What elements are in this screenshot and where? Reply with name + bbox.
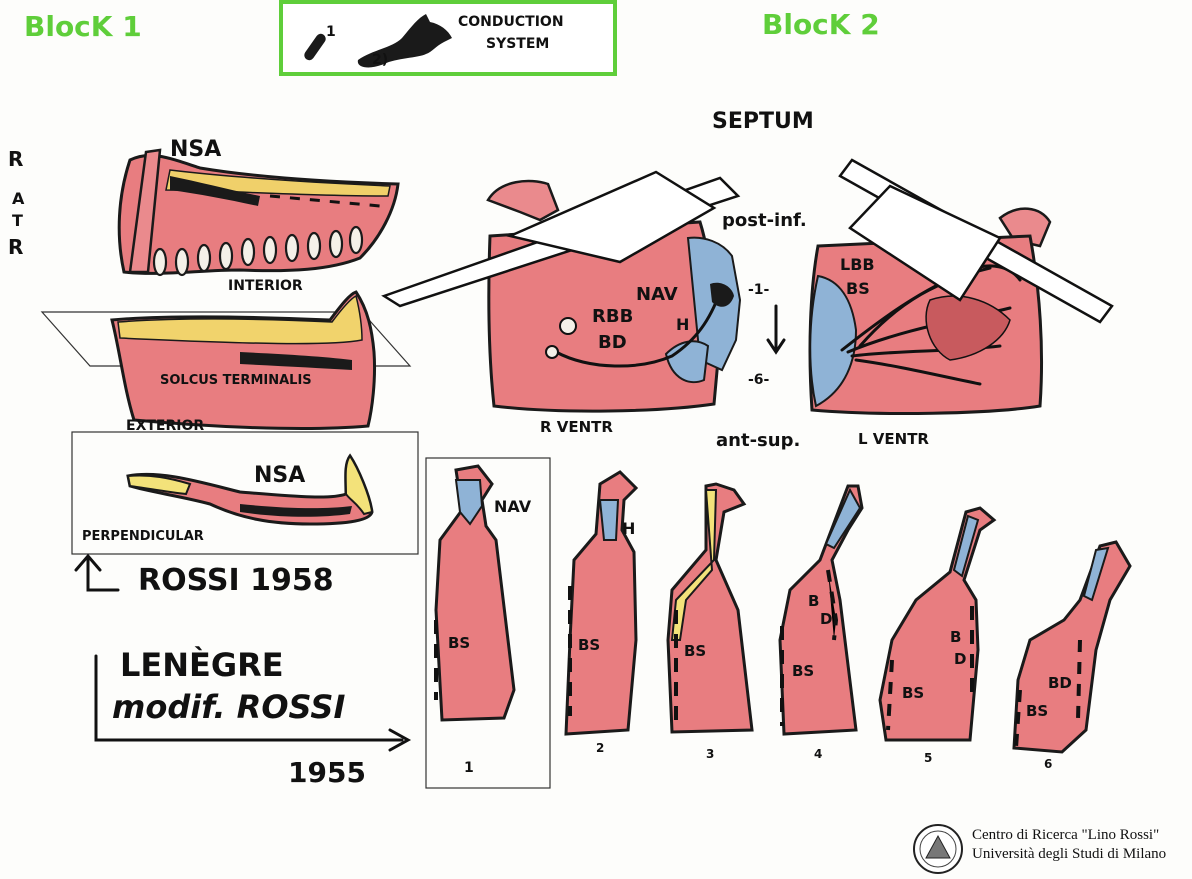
section-3 [666,482,754,734]
legend-num-2: 2) [372,52,388,68]
left-ventricle-view [808,158,1114,415]
sulcus-terminalis-label: SOLCUS TERMINALIS [160,373,312,388]
rossi-1958: ROSSI 1958 [74,553,334,598]
post-inf-label: post-inf. [722,210,807,231]
section-3-num: 3 [706,747,714,761]
section-2-bs: BS [578,636,600,654]
bd-label: BD [598,332,627,353]
credit-block: Centro di Ricerca "Lino Rossi" Universit… [972,826,1166,864]
svg-text:T: T [12,211,23,230]
atrium-interior [117,148,400,277]
credit-line-2: Università degli Studi di Milano [972,846,1167,862]
exterior-label: EXTERIOR [126,418,204,434]
block1-side-label: R A T R [8,147,25,259]
svg-text:R: R [8,147,23,171]
marker-6: -6- [748,372,770,388]
legend-box: 1 2) CONDUCTION SYSTEM [279,0,617,76]
rossi-1958-label: ROSSI 1958 [138,563,334,598]
section-4-bs: BS [792,662,814,680]
conduction-icon-1 [304,33,326,61]
lenegre-block: LENÈGRE modif. ROSSI 1955 [94,646,412,789]
section-1-frame [425,457,551,789]
university-seal-icon [913,824,963,874]
atrium-exterior [40,290,412,430]
section-4-d: D [820,610,832,628]
section-5 [878,506,997,742]
ant-sup-label: ant-sup. [716,430,800,451]
conduction-icon-2 [357,14,452,68]
section-1-num: 1 [464,760,474,776]
nsa-top-label: NSA [170,137,221,162]
perpendicular-label: PERPENDICULAR [82,529,204,544]
section-4 [778,484,864,736]
section-5-bs: BS [902,684,924,702]
legend-text-1: CONDUCTION [458,14,564,30]
atrium-perpendicular [71,431,419,555]
section-1-bs: BS [448,634,470,652]
legend-text-2: SYSTEM [486,36,549,52]
l-ventr-label: L VENTR [858,430,929,448]
right-ventricle-view [381,170,742,413]
r-ventr-label: R VENTR [540,418,613,436]
credit-line-1: Centro di Ricerca "Lino Rossi" [972,827,1160,843]
marker-1: -1- [748,282,770,298]
nsa-perp-label: NSA [254,463,305,488]
block2-header: BlocK 2 [762,8,880,41]
section-1 [434,464,516,722]
nav-label: NAV [636,284,678,305]
bs-label: BS [846,279,870,298]
section-3-bs: BS [684,642,706,660]
section-2-num: 2 [596,741,604,755]
interior-label: INTERIOR [228,278,303,294]
section-6 [1012,540,1132,754]
direction-arrow [766,304,786,355]
section-nav-label: NAV [494,497,532,516]
section-2 [564,470,639,736]
rbb-label: RBB [592,306,633,327]
section-5-d: D [954,650,966,668]
legend-num-1: 1 [326,24,336,40]
section-6-bd: BD [1048,674,1072,692]
block1-header: BlocK 1 [24,10,142,43]
lenegre-line2: modif. ROSSI [112,688,345,726]
h-label: H [676,315,689,334]
lenegre-year: 1955 [288,756,366,789]
septum-label: SEPTUM [712,109,814,134]
svg-text:A: A [12,189,25,208]
section-4-num: 4 [814,747,822,761]
lenegre-line1: LENÈGRE [120,646,284,684]
section-6-num: 6 [1044,757,1052,771]
section-5-num: 5 [924,751,932,765]
svg-text:R: R [8,235,23,259]
section-5-b: B [950,628,961,646]
lbb-label: LBB [840,255,875,274]
section-6-bs: BS [1026,702,1048,720]
section-4-b: B [808,592,819,610]
section-h-label: H [622,519,635,538]
